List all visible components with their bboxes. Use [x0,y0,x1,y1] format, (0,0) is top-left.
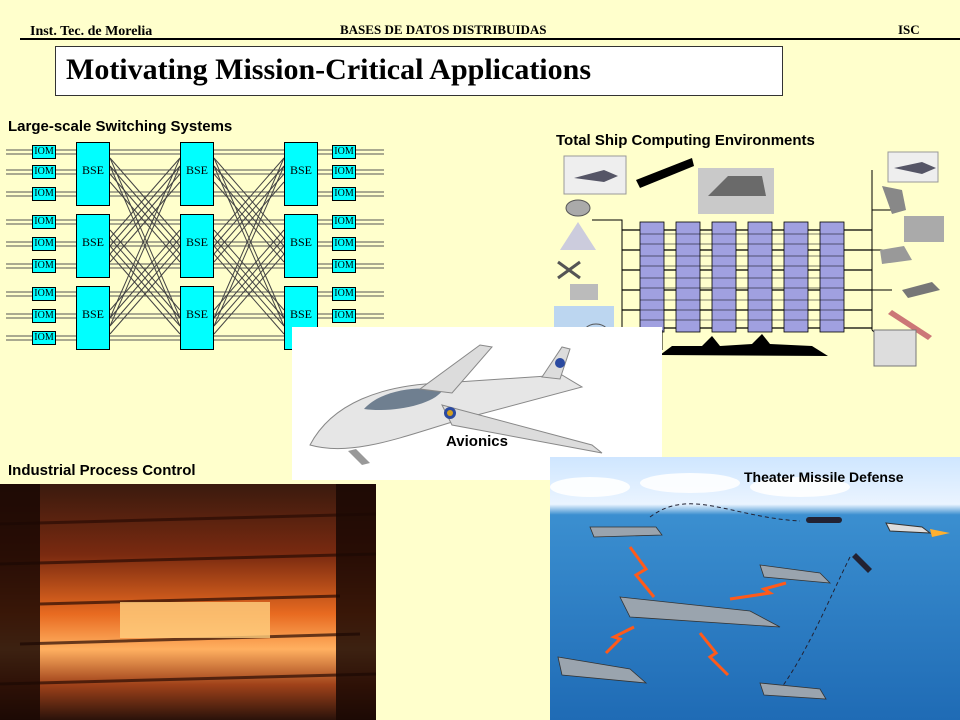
ship-network-graphic [554,151,944,367]
bse-switch: BSE [284,214,318,278]
bse-switch: BSE [284,142,318,206]
iom-module: IOM [32,287,56,301]
bse-switch: BSE [180,286,214,350]
iom-module: IOM [332,145,356,159]
aircraft-illustration [309,344,603,465]
industrial-section-title: Industrial Process Control [8,462,196,479]
iom-module: IOM [32,215,56,229]
bse-switch: BSE [180,142,214,206]
iom-module: IOM [32,309,56,323]
iom-module: IOM [332,215,356,229]
switching-diagram: IOM IOM IOM IOM IOM IOM IOM IOM IOM IOM … [6,138,384,356]
ship-section-title: Total Ship Computing Environments [556,132,815,149]
program-label: ISC [898,22,920,37]
institution-label: Inst. Tec. de Morelia [30,24,153,39]
iom-module: IOM [332,309,356,323]
course-label: BASES DE DATOS DISTRIBUIDAS [340,22,547,37]
steel-mill-graphic [0,484,376,720]
ship-computing-diagram [552,150,960,372]
iom-module: IOM [32,237,56,251]
iom-module: IOM [32,187,56,201]
bse-switch: BSE [76,214,110,278]
iom-module: IOM [332,237,356,251]
avionics-label: Avionics [446,433,508,450]
missile-defense-panel: Theater Missile Defense [550,457,960,720]
avionics-panel: Avionics [292,327,662,480]
iom-module: IOM [32,331,56,345]
iom-module: IOM [32,259,56,273]
slide-title: Motivating Mission-Critical Applications [66,53,591,86]
iom-module: IOM [332,287,356,301]
header-rule [20,38,960,40]
bse-switch: BSE [76,142,110,206]
iom-module: IOM [332,187,356,201]
iom-module: IOM [332,165,356,179]
fleet-illustration [550,473,950,700]
slide-header: Inst. Tec. de Morelia BASES DE DATOS DIS… [0,0,960,40]
title-box: Motivating Mission-Critical Applications [55,46,783,96]
bse-switch: BSE [76,286,110,350]
switching-section-title: Large-scale Switching Systems [8,118,233,135]
bse-switch: BSE [180,214,214,278]
iom-module: IOM [32,165,56,179]
missile-defense-label: Theater Missile Defense [744,469,904,485]
iom-module: IOM [332,259,356,273]
industrial-photo [0,484,376,720]
iom-module: IOM [32,145,56,159]
